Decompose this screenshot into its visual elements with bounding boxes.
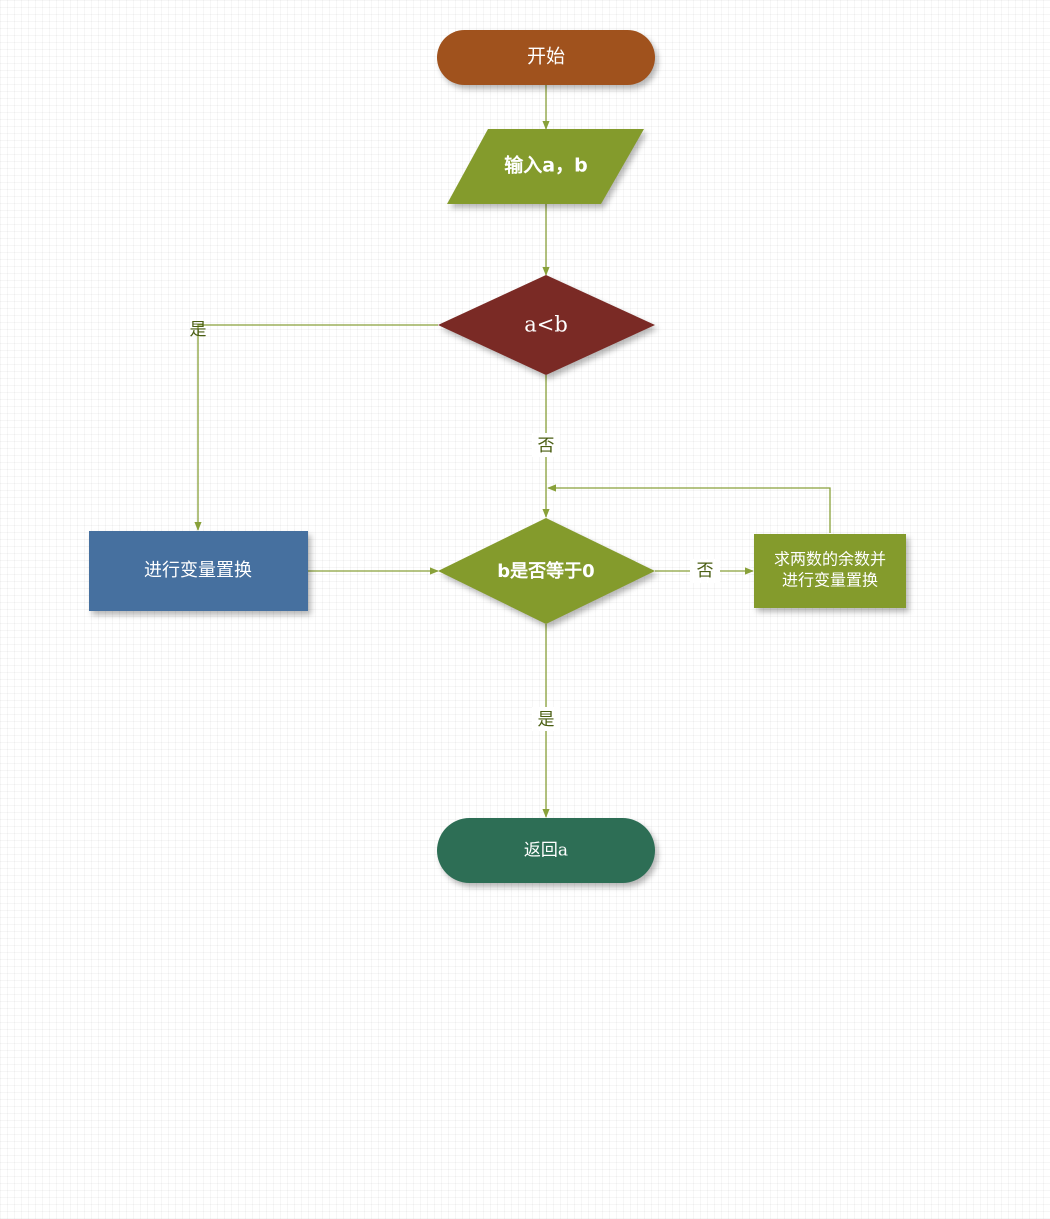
node-return: 返回a <box>437 818 655 883</box>
input-parallelogram-shape <box>447 129 644 204</box>
edge-label-compare-no: 否 <box>538 436 555 456</box>
return-terminator-shape <box>437 818 655 883</box>
edge-label-check-yes: 是 <box>538 710 555 730</box>
compare-decision-shape <box>438 275 655 375</box>
start-label: 开始 <box>527 46 565 68</box>
check-zero-label: b是否等于0 <box>497 560 594 582</box>
input-label: 输入a，b <box>504 154 587 177</box>
remainder-process-shape <box>754 534 906 608</box>
swap-label: 进行变量置换 <box>144 560 252 581</box>
edge-label-compare-yes: 是 <box>190 320 207 340</box>
node-remainder: 求两数的余数并 进行变量置换 <box>754 534 906 608</box>
edge-remainder-loop-back <box>547 484 831 533</box>
node-start: 开始 <box>437 30 655 85</box>
check-zero-decision-shape <box>438 518 655 624</box>
remainder-label-line1: 求两数的余数并 <box>774 550 886 569</box>
node-compare: a<b <box>438 275 655 375</box>
node-swap: 进行变量置换 <box>89 531 308 611</box>
node-input: 输入a，b <box>447 129 644 204</box>
return-label: 返回a <box>524 841 568 861</box>
edge-compare-yes-to-swap <box>194 324 438 531</box>
swap-process-shape <box>89 531 308 611</box>
node-check-zero: b是否等于0 <box>438 518 655 624</box>
compare-label: a<b <box>524 313 568 337</box>
edge-labels: 是 否 否 是 <box>190 320 720 731</box>
edge-label-check-no: 否 <box>697 561 714 581</box>
remainder-label-line2: 进行变量置换 <box>782 571 878 590</box>
start-terminator-shape <box>437 30 655 85</box>
